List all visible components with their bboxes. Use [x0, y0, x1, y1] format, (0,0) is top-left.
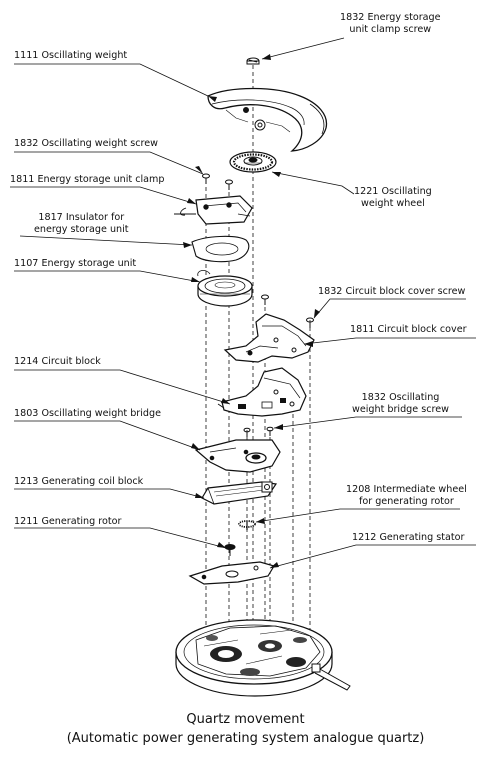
- leader-arrowheads: [183, 54, 320, 568]
- label-1107: 1107 Energy storage unit: [14, 258, 137, 269]
- label-1212: 1212 Generating stator: [352, 532, 465, 543]
- caption-title: Quartz movement: [186, 712, 305, 727]
- label-1214: 1214 Circuit block: [14, 356, 101, 367]
- part-1832-bridge-screws: [243, 426, 274, 437]
- leader-lines: [10, 37, 476, 569]
- part-1107-energy-storage-unit: [197, 270, 253, 307]
- label-1832-bridge-screw: 1832 Oscillating weight bridge screw: [352, 392, 449, 415]
- label-1811-cover: 1811 Circuit block cover: [350, 324, 467, 335]
- part-1214-circuit-block: [217, 367, 307, 417]
- label-1803: 1803 Oscillating weight bridge: [14, 408, 161, 419]
- part-base-movement: [175, 619, 351, 697]
- part-1811-clamp: [174, 195, 253, 225]
- part-1213-coil-block: [201, 481, 278, 505]
- part-1832-clamp-screw: [246, 57, 260, 65]
- part-1803-weight-bridge: [194, 439, 281, 473]
- label-1111: 1111 Oscillating weight: [14, 50, 128, 61]
- part-1208-intermediate-wheel: [238, 520, 256, 530]
- label-1817: 1817 Insulator for energy storage unit: [34, 212, 129, 235]
- label-1832-cover-screw: 1832 Circuit block cover screw: [318, 286, 466, 297]
- part-1111-oscillating-weight: [207, 87, 328, 152]
- caption-subtitle: (Automatic power generating system analo…: [66, 731, 425, 746]
- part-1832-weight-screws: [202, 173, 233, 190]
- label-1811-clamp: 1811 Energy storage unit clamp: [10, 174, 165, 185]
- part-1211-generating-rotor: [224, 544, 236, 556]
- label-1221: 1221 Oscillating weight wheel: [354, 186, 432, 209]
- label-1211: 1211 Generating rotor: [14, 516, 122, 527]
- part-1811-circuit-block-cover: [223, 313, 315, 363]
- part-1832-cover-screws: [261, 294, 314, 328]
- label-1832-weight-screw: 1832 Oscillating weight screw: [14, 138, 158, 149]
- part-1221-weight-wheel: [229, 151, 277, 173]
- label-1208: 1208 Intermediate wheel for generating r…: [346, 484, 467, 507]
- label-1832-clamp-screw: 1832 Energy storage unit clamp screw: [340, 12, 441, 35]
- label-1213: 1213 Generating coil block: [14, 476, 144, 487]
- part-1212-generating-stator: [188, 561, 275, 585]
- part-1817-insulator: [191, 235, 250, 263]
